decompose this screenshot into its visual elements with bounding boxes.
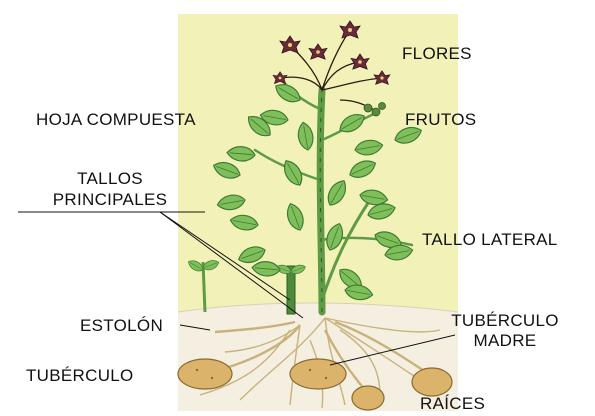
label-hoja-compuesta: HOJA COMPUESTA [36,110,196,129]
soil-area [178,303,458,411]
label-frutos: FRUTOS [405,110,476,129]
label-estolon: ESTOLÓN [80,316,163,335]
tuber-bottom [352,386,384,410]
label-tallo-lateral: TALLO LATERAL [422,230,558,249]
label-tallos-principales-line1: TALLOS [35,169,185,188]
label-tuberculo-madre-line2: MADRE [440,331,570,350]
label-raices: RAÍCES [420,394,485,413]
label-flores: FLORES [402,44,472,63]
tuber-right [412,368,452,396]
label-tuberculo: TUBÉRCULO [26,366,134,385]
tuber-left [178,359,232,389]
label-tuberculo-madre-line1: TUBÉRCULO [440,311,570,330]
label-tallos-principales-line2: PRINCIPALES [20,190,200,209]
